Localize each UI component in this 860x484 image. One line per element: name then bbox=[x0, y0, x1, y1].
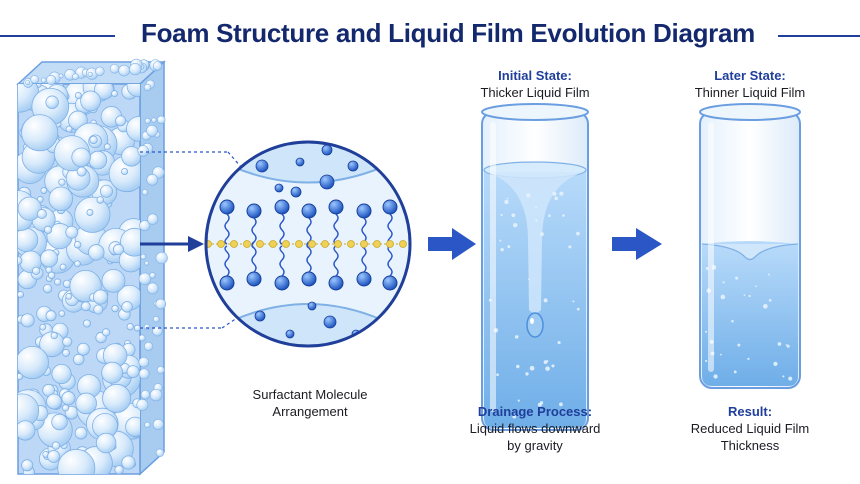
arrow-to-initial-icon bbox=[428, 228, 476, 260]
surfactant-label: Surfactant Molecule Arrangement bbox=[252, 387, 368, 419]
arrow-to-later-icon bbox=[612, 228, 662, 260]
later-state-label: Later State: Thinner Liquid Film bbox=[694, 68, 806, 100]
diagram-title: Foam Structure and Liquid Film Evolution… bbox=[141, 18, 755, 48]
arrow-to-zoom-icon bbox=[140, 236, 204, 252]
surfactant-zoom-circle bbox=[204, 140, 412, 348]
drainage-label: Drainage Process: Liquid flows downward … bbox=[469, 404, 601, 453]
title-rule-right bbox=[778, 35, 860, 37]
result-label: Result: Reduced Liquid Film Thickness bbox=[690, 404, 810, 453]
initial-state-label: Initial State: Thicker Liquid Film bbox=[480, 68, 590, 100]
initial-beaker bbox=[481, 103, 589, 431]
title-rule-left bbox=[0, 35, 115, 37]
foam-column bbox=[16, 58, 168, 476]
later-beaker bbox=[699, 103, 801, 389]
